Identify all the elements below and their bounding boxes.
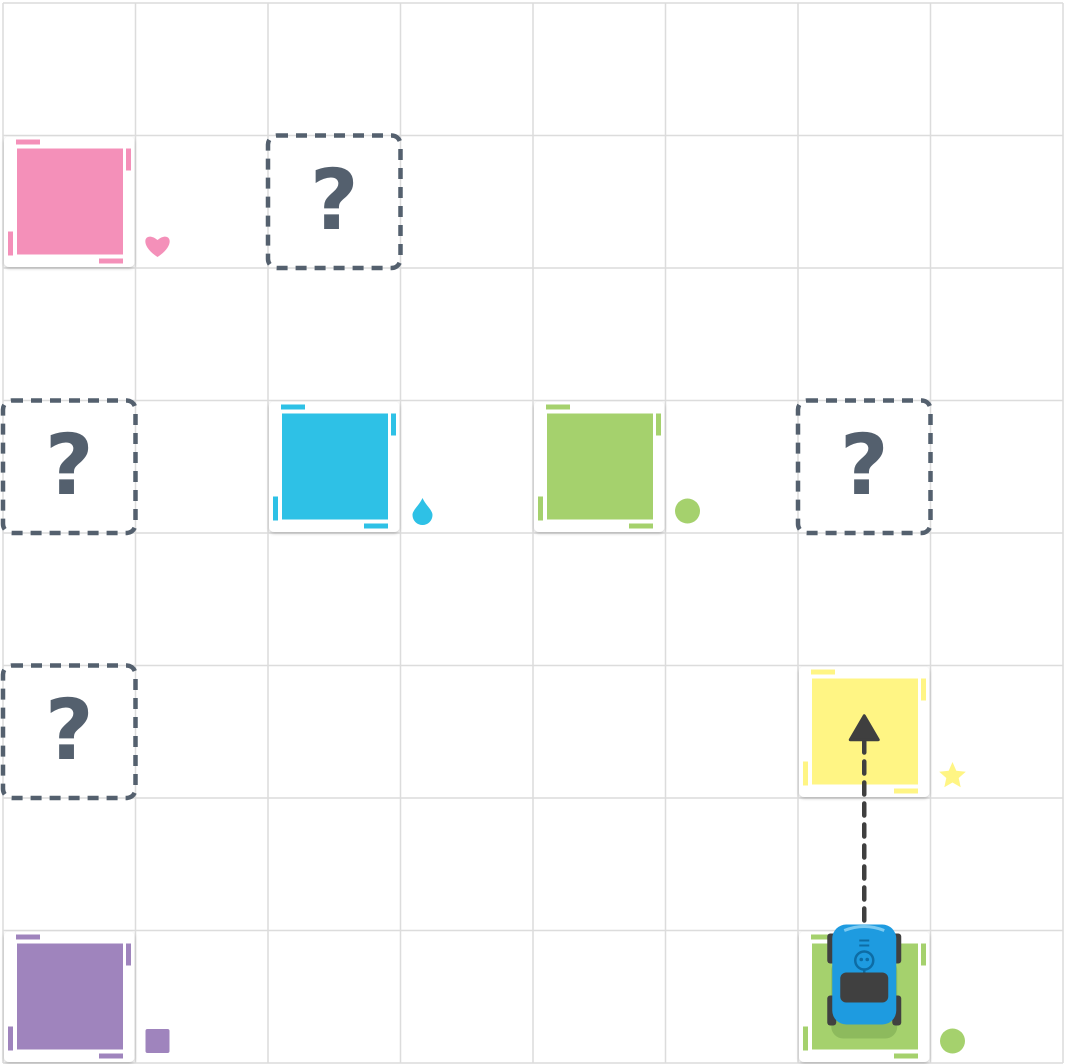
tile-corner-mark <box>391 414 396 436</box>
tile-corner-mark <box>8 1027 13 1051</box>
robot-icon[interactable] <box>827 925 901 1039</box>
tile-corner-mark <box>656 414 661 436</box>
tile-corner-mark <box>811 670 835 675</box>
tile-color-fill <box>282 414 388 520</box>
circle-icon <box>675 499 700 524</box>
unknown-tile[interactable]: ? <box>798 401 931 534</box>
tile-corner-mark <box>921 679 926 701</box>
tile-color-fill <box>547 414 653 520</box>
tile-corner-mark <box>99 1054 123 1059</box>
tile-purple-square[interactable] <box>4 932 135 1063</box>
question-mark-icon: ? <box>310 151 359 249</box>
tile-corner-mark <box>803 1027 808 1051</box>
circle-icon <box>940 1029 965 1054</box>
tile-corner-mark <box>894 1054 918 1059</box>
tile-color-fill <box>17 149 123 255</box>
tile-corner-mark <box>921 944 926 966</box>
tile-corner-mark <box>126 149 131 171</box>
robot-eye <box>865 958 869 962</box>
unknown-tile[interactable]: ? <box>268 136 401 269</box>
tile-corner-mark <box>281 405 305 410</box>
unknown-tile[interactable]: ? <box>3 401 136 534</box>
tile-corner-mark <box>538 497 543 521</box>
drop-icon <box>413 498 433 525</box>
question-mark-icon: ? <box>45 416 94 514</box>
tile-green-circle[interactable] <box>534 402 665 533</box>
tile-corner-mark <box>364 524 388 529</box>
tile-blue-drop[interactable] <box>269 402 400 533</box>
tile-corner-mark <box>546 405 570 410</box>
color-tiles <box>4 137 966 1063</box>
tile-corner-mark <box>16 935 40 940</box>
square-icon <box>146 1029 170 1053</box>
tile-corner-mark <box>99 259 123 264</box>
tile-corner-mark <box>16 140 40 145</box>
tile-color-fill <box>17 944 123 1050</box>
tile-pink-heart[interactable] <box>4 137 135 268</box>
question-mark-icon: ? <box>840 416 889 514</box>
tile-corner-mark <box>8 232 13 256</box>
heart-icon <box>145 237 169 257</box>
tile-corner-mark <box>126 944 131 966</box>
robot-eye <box>859 958 863 962</box>
tile-corner-mark <box>629 524 653 529</box>
tile-corner-mark <box>273 497 278 521</box>
robot-base <box>840 973 888 1003</box>
tile-corner-mark <box>803 762 808 786</box>
tile-corner-mark <box>894 789 918 794</box>
unknown-tile[interactable]: ? <box>3 666 136 799</box>
robot-layer <box>827 925 901 1039</box>
question-mark-icon: ? <box>45 681 94 779</box>
star-icon <box>939 762 966 787</box>
unknown-tiles: ???? <box>3 136 931 799</box>
